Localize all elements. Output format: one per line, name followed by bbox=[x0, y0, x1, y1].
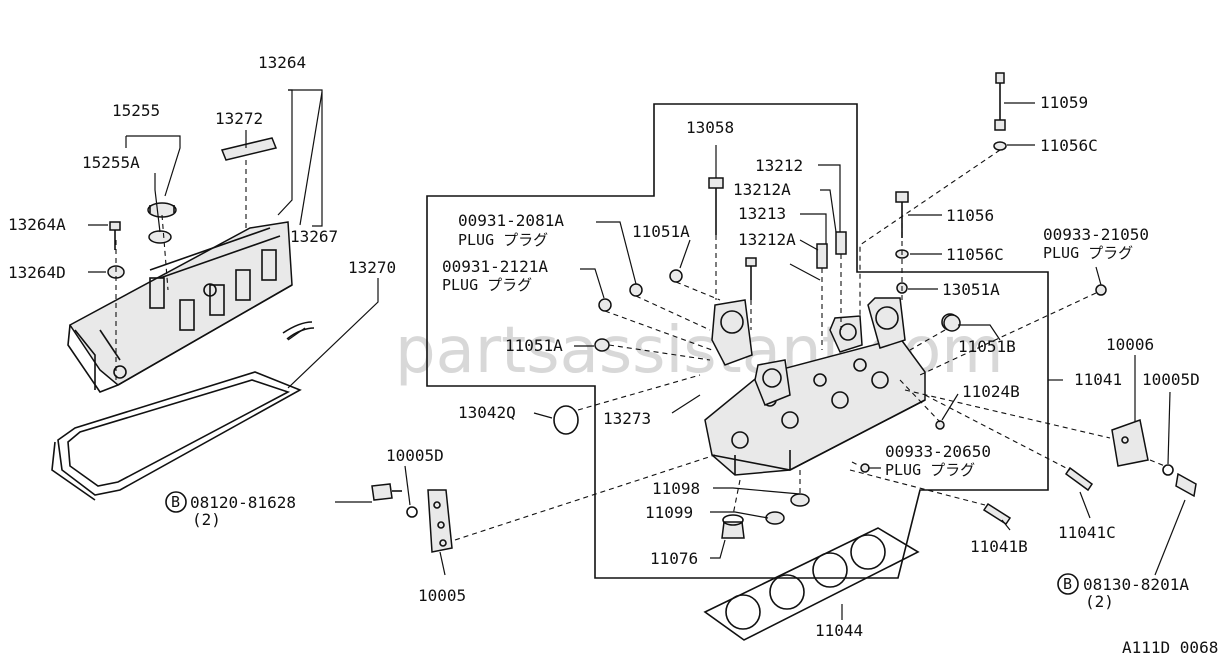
callout-13042Q: 13042Q bbox=[458, 403, 516, 422]
callout-11098: 11098 bbox=[652, 479, 700, 498]
engine-bracket-10006 bbox=[1111, 419, 1149, 467]
stud-13212A bbox=[816, 243, 828, 269]
callout-00933-20650-plug: PLUG プラグ bbox=[885, 461, 975, 479]
seal-13042Q bbox=[553, 405, 579, 435]
callout-11051A-top: 11051A bbox=[632, 222, 690, 241]
callout-13270: 13270 bbox=[348, 258, 396, 277]
callout-11041C: 11041C bbox=[1058, 523, 1116, 542]
callout-11041B: 11041B bbox=[970, 537, 1028, 556]
engine-bracket-10005 bbox=[427, 489, 453, 553]
dashed-lines bbox=[115, 149, 1166, 541]
callout-13051A: 13051A bbox=[942, 280, 1000, 299]
callout-11099: 11099 bbox=[645, 503, 693, 522]
cover-gasket-13270 bbox=[51, 371, 302, 501]
callout-11041: 11041 bbox=[1074, 370, 1122, 389]
callout-11051B: 11051B bbox=[958, 337, 1016, 356]
rocker-cover bbox=[67, 221, 293, 393]
callout-11056: 11056 bbox=[946, 206, 994, 225]
callout-00933-20650: 00933-20650 bbox=[885, 442, 991, 461]
callout-00931-2121A: 00931-2121A bbox=[442, 257, 548, 276]
callout-15255A: 15255A bbox=[82, 153, 140, 172]
b-marker-2 bbox=[1057, 573, 1079, 595]
callout-08130-8201A: 08130-8201A bbox=[1083, 575, 1189, 594]
leader-lines bbox=[88, 89, 1186, 620]
callout-11044: 11044 bbox=[815, 621, 863, 640]
label-plate-13272 bbox=[220, 137, 278, 161]
figure-code: A111D 0068 bbox=[1122, 638, 1218, 657]
callout-13264A: 13264A bbox=[8, 215, 66, 234]
callout-13273: 13273 bbox=[603, 409, 651, 428]
cover-bolt-13264A bbox=[107, 221, 125, 279]
callout-13058: 13058 bbox=[686, 118, 734, 137]
callout-08120-qty: (2) bbox=[192, 510, 221, 529]
callout-13267: 13267 bbox=[290, 227, 338, 246]
callout-13264D: 13264D bbox=[8, 263, 66, 282]
callout-13272: 13272 bbox=[215, 109, 263, 128]
stud-11041B bbox=[982, 502, 1012, 526]
callout-11051A-left: 11051A bbox=[505, 336, 563, 355]
callout-13212A-1: 13212A bbox=[733, 180, 791, 199]
b-marker-2-text: B bbox=[1063, 575, 1072, 593]
callout-00931-2081A: 00931-2081A bbox=[458, 211, 564, 230]
callout-10005D-right: 10005D bbox=[1142, 370, 1200, 389]
group-frame bbox=[426, 103, 1049, 579]
stud-11041C bbox=[1064, 466, 1094, 492]
bolt-11059 bbox=[993, 72, 1007, 151]
head-bolt-13058 bbox=[708, 177, 724, 235]
callout-13264: 13264 bbox=[258, 53, 306, 72]
bolt-08120 bbox=[371, 483, 418, 518]
callout-labels: 13264 15255 13272 15255A 13264A 13267 13… bbox=[8, 53, 1218, 657]
b-marker-1-text: B bbox=[171, 493, 180, 511]
callout-11056C: 11056C bbox=[946, 245, 1004, 264]
callout-15255: 15255 bbox=[112, 101, 160, 120]
callout-11024B: 11024B bbox=[962, 382, 1020, 401]
stud-13212 bbox=[835, 231, 847, 255]
callout-08120-81628: 08120-81628 bbox=[190, 493, 296, 512]
callout-00933-21050: 00933-21050 bbox=[1043, 225, 1149, 244]
callout-00931-2081A-plug: PLUG プラグ bbox=[458, 231, 548, 249]
hose-13267 bbox=[282, 321, 315, 340]
head-gasket-11044 bbox=[703, 527, 920, 641]
callout-00933-21050-plug: PLUG プラグ bbox=[1043, 244, 1133, 262]
callout-11076: 11076 bbox=[650, 549, 698, 568]
callout-13212A-2: 13212A bbox=[738, 230, 796, 249]
b-marker-1 bbox=[165, 491, 187, 513]
callout-13212: 13212 bbox=[755, 156, 803, 175]
callout-13213: 13213 bbox=[738, 204, 786, 223]
callout-11059: 11059 bbox=[1040, 93, 1088, 112]
bolt-13212A bbox=[745, 257, 757, 300]
callout-10005: 10005 bbox=[418, 586, 466, 605]
callout-08130-qty: (2) bbox=[1085, 592, 1114, 611]
callout-10005D-left: 10005D bbox=[386, 446, 444, 465]
seals-lower bbox=[721, 493, 810, 539]
callout-00931-2121A-plug: PLUG プラグ bbox=[442, 276, 532, 294]
callout-11056C-top: 11056C bbox=[1040, 136, 1098, 155]
callout-10006: 10006 bbox=[1106, 335, 1154, 354]
cylinder-head bbox=[704, 297, 959, 476]
oil-filler-cap bbox=[147, 202, 177, 244]
bolt-08130 bbox=[1162, 464, 1197, 498]
